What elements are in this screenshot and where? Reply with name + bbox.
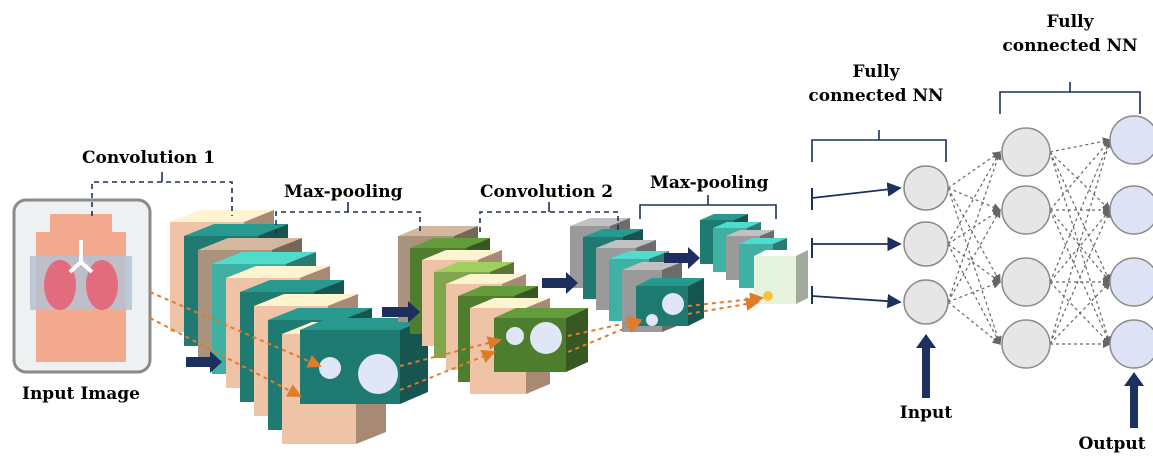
nn-connection: [947, 208, 1001, 303]
maxpool1-feature-maps: [398, 226, 588, 394]
nn-connection: [947, 243, 1001, 346]
output-neuron: [1109, 319, 1153, 369]
conv2-feature-maps: [570, 218, 704, 332]
nn-connection: [947, 187, 1002, 212]
arrow-to-maxpool2: [664, 247, 700, 269]
trachea-icon: [68, 240, 94, 274]
fc1-label-line1: Fully: [852, 62, 900, 82]
maxpool1-bracket: [275, 211, 421, 234]
fc2-label-line1: Fully: [1046, 12, 1094, 32]
projection-line: [399, 336, 502, 367]
nn-connection: [947, 280, 1002, 303]
nn-connection: [1049, 151, 1111, 284]
nn-connection: [1049, 151, 1111, 211]
conv1-label: Convolution 1: [82, 148, 216, 168]
feature-blob: [319, 357, 341, 379]
fc1-bracket: [811, 139, 947, 162]
conv2-label: Convolution 2: [480, 182, 614, 202]
feature-blob: [763, 291, 773, 301]
input-label: Input: [899, 403, 953, 423]
flatten-arrow: [811, 182, 902, 199]
hidden-neuron: [1001, 127, 1051, 177]
maxpool1-label: Max-pooling: [284, 182, 403, 202]
fc2-label-line2: connected NN: [1002, 36, 1138, 56]
conv1-feature-maps: [170, 210, 428, 444]
conv2-bracket: [479, 211, 619, 232]
projection-line: [149, 291, 322, 368]
fc2-bracket: [999, 91, 1141, 114]
arrow-to-maxpool1: [382, 301, 420, 323]
feature-blob: [662, 293, 684, 315]
projection-line: [687, 297, 760, 315]
feature-blob: [530, 322, 562, 354]
maxpool2-map-front: [754, 250, 808, 304]
nn-connection: [1049, 281, 1111, 345]
input-up-arrow: [916, 334, 936, 398]
maxpool2-feature-maps: [700, 214, 808, 304]
feature-blob: [506, 327, 524, 345]
nn-connection: [1049, 138, 1112, 283]
input-neuron: [903, 221, 949, 267]
flatten-arrow: [811, 293, 902, 309]
hidden-neuron: [1001, 257, 1051, 307]
output-neuron: [1109, 185, 1153, 235]
fc1-label-line2: connected NN: [808, 86, 944, 106]
nn-connection: [1049, 208, 1111, 345]
right-lung: [86, 260, 118, 310]
nn-connection: [947, 187, 1002, 346]
nn-connection: [1049, 209, 1111, 283]
left-lung: [44, 260, 76, 310]
output-up-arrow: [1124, 372, 1144, 428]
feature-blob: [358, 354, 398, 394]
maxpool2-label: Max-pooling: [650, 173, 769, 193]
nn-connection: [1049, 209, 1111, 283]
projection-line: [567, 320, 642, 353]
nn-connection: [947, 151, 1001, 189]
output-neuron: [1109, 115, 1153, 165]
nn-connection: [947, 187, 1001, 284]
input-image: [12, 198, 152, 374]
input-image-label: Input Image: [22, 384, 140, 404]
input-neuron: [903, 165, 949, 211]
output-label: Output: [1078, 434, 1146, 454]
arrow-to-conv1: [186, 351, 222, 373]
nn-connection: [947, 150, 1001, 245]
hidden-neuron: [1001, 185, 1051, 235]
nn-connection: [947, 150, 1002, 303]
nn-connection: [947, 301, 1001, 345]
input-neuron: [903, 279, 949, 325]
nn-connection: [1049, 137, 1112, 153]
nn-connection: [1049, 139, 1111, 211]
hidden-neuron: [1001, 319, 1051, 369]
nn-connection: [947, 243, 1001, 283]
feature-blob: [646, 314, 658, 326]
projection-line: [399, 350, 496, 391]
arrow-to-conv2: [542, 272, 578, 294]
output-neuron: [1109, 257, 1153, 307]
